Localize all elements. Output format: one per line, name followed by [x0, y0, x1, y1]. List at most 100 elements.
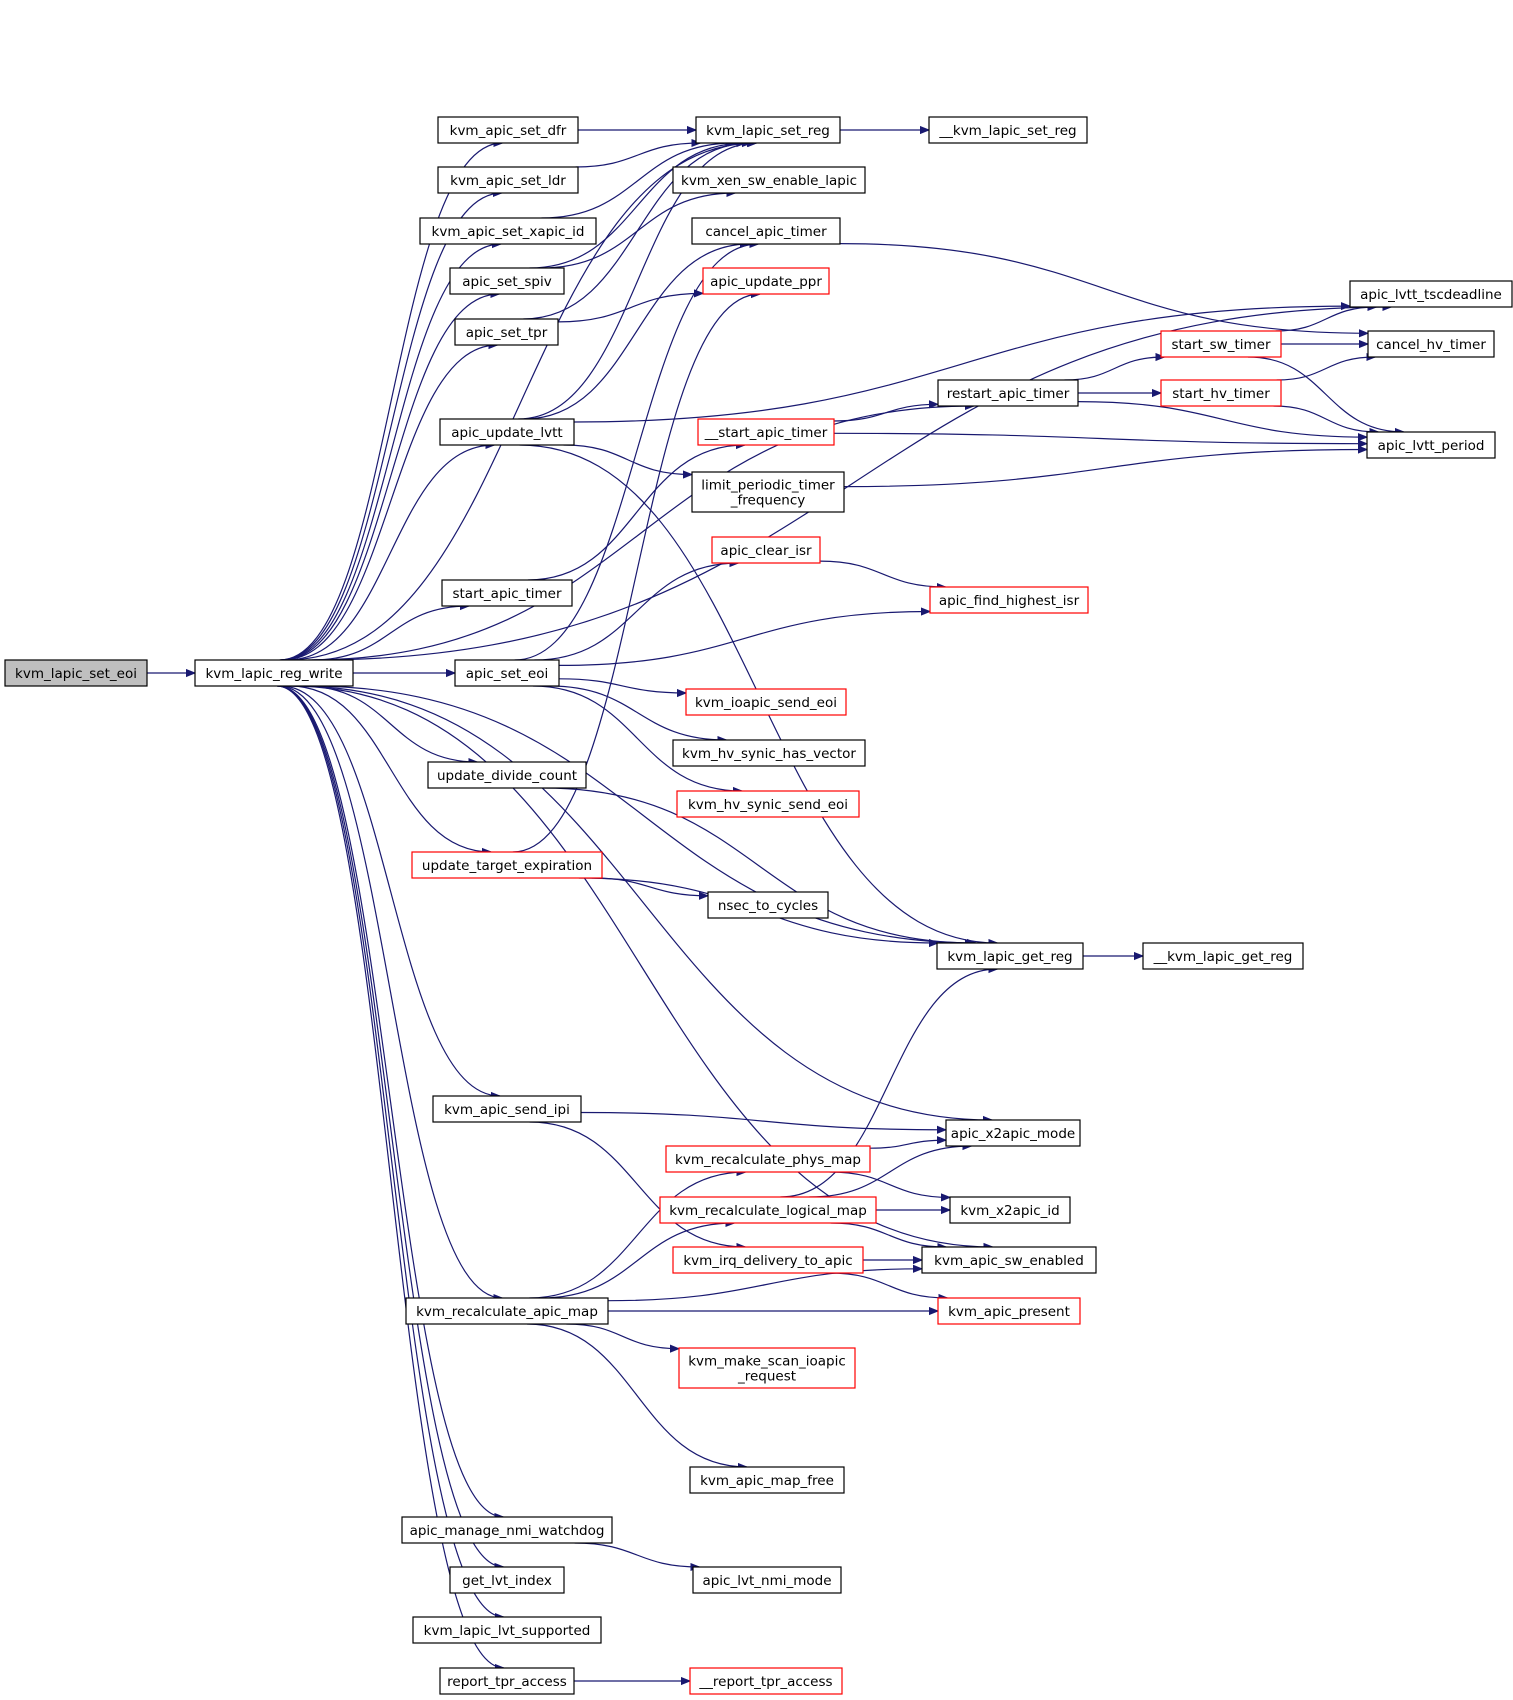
- edge-settpr-to-updppr: [557, 293, 703, 323]
- node-box: [697, 418, 835, 446]
- edge-sendipi-to-irqdel: [529, 1121, 746, 1247]
- node-upddiv[interactable]: update_divide_count: [427, 761, 587, 789]
- node-box: [405, 1297, 609, 1325]
- node-period[interactable]: apic_lvtt_period: [1366, 431, 1496, 459]
- node-setxid[interactable]: kvm_apic_set_xapic_id: [419, 217, 597, 245]
- node-x2id[interactable]: kvm_x2apic_id: [949, 1196, 1071, 1224]
- node-setldr[interactable]: kvm_apic_set_ldr: [437, 166, 579, 194]
- node-box: [419, 217, 597, 245]
- edge-regwrite-to-setreg: [285, 143, 756, 661]
- node-canceltimer[interactable]: cancel_apic_timer: [691, 217, 841, 245]
- node-findisr[interactable]: apic_find_highest_isr: [929, 586, 1089, 614]
- edge-regwrite-to-updtgt: [289, 685, 491, 852]
- node-hvhas[interactable]: kvm_hv_synic_has_vector: [672, 739, 866, 767]
- edge-regwrite-to-lvtsup: [277, 685, 504, 1617]
- node-seteoi[interactable]: apic_set_eoi: [454, 659, 560, 687]
- edge-recalc-to-mapfree: [526, 1323, 747, 1467]
- node-label: __kvm_lapic_get_reg: [1153, 949, 1293, 965]
- node-reptpr[interactable]: report_tpr_access: [439, 1667, 575, 1695]
- node-scanio[interactable]: kvm_make_scan_ioapic_request: [678, 1347, 856, 1389]
- node-regwrite[interactable]: kvm_lapic_reg_write: [194, 659, 354, 687]
- node-logmap[interactable]: kvm_recalculate_logical_map: [659, 1196, 877, 1224]
- node-label: kvm_ioapic_send_eoi: [695, 695, 837, 711]
- edge-canceltimer-to-cancelhv: [839, 243, 1368, 334]
- node-label: kvm_apic_set_ldr: [450, 173, 566, 189]
- node-box: [1160, 330, 1282, 358]
- node-setspiv[interactable]: apic_set_spiv: [449, 267, 565, 295]
- node-settpr[interactable]: apic_set_tpr: [454, 318, 559, 346]
- node-label: kvm_recalculate_apic_map: [416, 1304, 598, 1320]
- node-setreg2[interactable]: __kvm_lapic_set_reg: [928, 116, 1088, 144]
- node-updtgt[interactable]: update_target_expiration: [411, 851, 603, 879]
- node-box: [672, 1246, 864, 1274]
- node-getlvt[interactable]: get_lvt_index: [449, 1566, 565, 1594]
- node-setdfr[interactable]: kvm_apic_set_dfr: [437, 116, 579, 144]
- node-label: kvm_irq_delivery_to_apic: [683, 1253, 852, 1269]
- edge-updlvtt-to-setreg: [518, 143, 757, 420]
- node-xen[interactable]: kvm_xen_sw_enable_lapic: [672, 166, 866, 194]
- node-restart[interactable]: restart_apic_timer: [937, 379, 1079, 407]
- node-mapfree[interactable]: kvm_apic_map_free: [689, 1466, 845, 1494]
- node-clrisr[interactable]: apic_clear_isr: [711, 536, 821, 564]
- node-label: _frequency: [730, 493, 805, 509]
- node-label: kvm_lapic_set_reg: [706, 123, 830, 139]
- edge-recalc-to-physmap: [529, 1172, 745, 1299]
- edge-seteoi-to-clrisr: [534, 563, 738, 661]
- edge-recalc-to-swen: [607, 1269, 922, 1302]
- node-label: kvm_make_scan_ioapic: [688, 1354, 846, 1370]
- edge-updlvtt-to-tscd: [573, 306, 1350, 423]
- node-tscd[interactable]: apic_lvtt_tscdeadline: [1349, 280, 1513, 308]
- node-getreg2[interactable]: __kvm_lapic_get_reg: [1142, 942, 1304, 970]
- node-nmimode[interactable]: apic_lvt_nmi_mode: [692, 1566, 842, 1594]
- node-box: [711, 536, 821, 564]
- node-label: kvm_apic_set_dfr: [450, 123, 567, 139]
- node-label: update_target_expiration: [422, 858, 592, 874]
- node-updppr[interactable]: apic_update_ppr: [702, 267, 830, 295]
- node-lvtsup[interactable]: kvm_lapic_lvt_supported: [412, 1616, 602, 1644]
- node-label: apic_set_eoi: [466, 666, 548, 682]
- node-sendipi[interactable]: kvm_apic_send_ipi: [432, 1095, 582, 1123]
- node-label: __report_tpr_access: [698, 1674, 832, 1690]
- node-x2mode[interactable]: apic_x2apic_mode: [945, 1119, 1081, 1147]
- node-present[interactable]: kvm_apic_present: [937, 1297, 1081, 1325]
- node-label: apic_lvtt_tscdeadline: [1360, 287, 1502, 303]
- node-ioapic[interactable]: kvm_ioapic_send_eoi: [685, 688, 847, 716]
- node-setreg[interactable]: kvm_lapic_set_reg: [695, 116, 841, 144]
- node-physmap[interactable]: kvm_recalculate_phys_map: [665, 1145, 871, 1173]
- node-hvsend[interactable]: kvm_hv_synic_send_eoi: [676, 790, 860, 818]
- node-label: kvm_lapic_reg_write: [205, 666, 342, 682]
- edge-startt-to-startat: [527, 445, 745, 581]
- node-box: [695, 116, 841, 144]
- edge-settpr-to-setreg: [523, 143, 751, 320]
- node-label: kvm_apic_set_xapic_id: [432, 224, 585, 240]
- node-box: [665, 1145, 871, 1173]
- node-box: [194, 659, 354, 687]
- node-limit[interactable]: limit_periodic_timer_frequency: [691, 471, 845, 513]
- node-box: [411, 851, 603, 879]
- node-startt[interactable]: start_apic_timer: [441, 579, 573, 607]
- node-nmiwd[interactable]: apic_manage_nmi_watchdog: [401, 1516, 613, 1544]
- edge-setldr-to-setreg: [575, 143, 701, 168]
- node-box: [691, 471, 845, 513]
- node-starthv[interactable]: start_hv_timer: [1160, 379, 1282, 407]
- node-startat[interactable]: __start_apic_timer: [697, 418, 835, 446]
- node-box: [432, 1095, 582, 1123]
- node-swen[interactable]: kvm_apic_sw_enabled: [921, 1246, 1097, 1274]
- node-cancelhv[interactable]: cancel_hv_timer: [1367, 330, 1495, 358]
- node-box: [676, 790, 860, 818]
- node-label: restart_apic_timer: [947, 386, 1070, 402]
- edge-limit-to-period: [843, 450, 1367, 488]
- node-updlvtt[interactable]: apic_update_lvtt: [439, 418, 575, 446]
- node-label: kvm_hv_synic_has_vector: [682, 746, 856, 762]
- node-startsw[interactable]: start_sw_timer: [1160, 330, 1282, 358]
- node-label: _request: [737, 1369, 796, 1385]
- node-recalc[interactable]: kvm_recalculate_apic_map: [405, 1297, 609, 1325]
- node-nsec[interactable]: nsec_to_cycles: [707, 891, 829, 919]
- node-repaccess[interactable]: __report_tpr_access: [689, 1667, 843, 1695]
- node-root[interactable]: kvm_lapic_set_eoi: [4, 659, 148, 687]
- node-getreg[interactable]: kvm_lapic_get_reg: [936, 942, 1084, 970]
- node-label: update_divide_count: [437, 768, 577, 784]
- edge-regwrite-to-nmiwd: [277, 685, 504, 1517]
- node-irqdel[interactable]: kvm_irq_delivery_to_apic: [672, 1246, 864, 1274]
- node-label: get_lvt_index: [462, 1573, 552, 1589]
